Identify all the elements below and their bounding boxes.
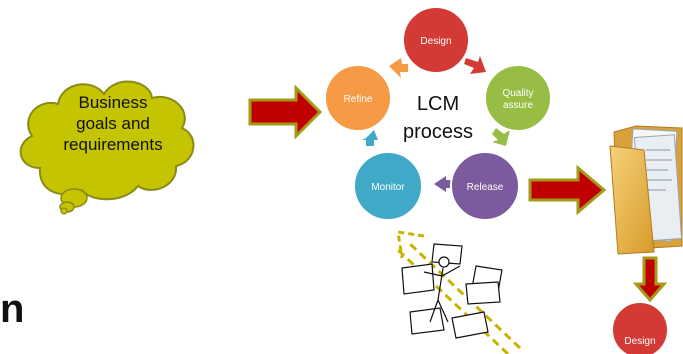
node-monitor: Monitor <box>353 151 423 221</box>
cloud-line-2: goals and <box>76 114 150 133</box>
dashed-feedback-arrow <box>396 230 522 354</box>
paper-sheet-6 <box>465 281 501 305</box>
node-quality-label-1: Quality <box>502 88 533 99</box>
output-design-label: Design <box>624 336 655 347</box>
node-refine-label: Refine <box>344 94 373 105</box>
node-release-label: Release <box>467 182 504 193</box>
node-design-circle <box>402 6 470 74</box>
node-monitor-circle <box>353 151 423 221</box>
paper-sheet-4 <box>409 307 445 335</box>
node-release-circle <box>450 151 520 221</box>
node-quality-circle <box>484 64 552 132</box>
cloud-shape <box>19 80 195 201</box>
figure-head <box>438 256 450 268</box>
arrow-cloud-to-lcm <box>248 84 323 140</box>
figure-body <box>423 265 461 323</box>
node-release: Release <box>450 151 520 221</box>
paper-sheet-1 <box>401 263 435 295</box>
cycle-arrow-refine-design <box>389 58 408 78</box>
node-refine: Refine <box>324 64 392 132</box>
node-design-label: Design <box>420 36 451 47</box>
output-design-circle <box>611 301 669 354</box>
documents-folder-icon <box>609 125 683 255</box>
cloud-bubble-small <box>60 207 68 215</box>
folder-front <box>609 145 655 255</box>
lcm-center-line-2: process <box>403 121 473 143</box>
paper-sheet-5 <box>451 311 489 339</box>
cycle-arrow-monitor-refine <box>362 130 378 146</box>
cycle-arrow-design-quality <box>464 56 486 74</box>
arrow-lcm-to-folder <box>528 164 607 216</box>
node-monitor-label: Monitor <box>371 182 405 193</box>
node-design: Design <box>402 6 470 74</box>
cycle-arrow-quality-release <box>492 128 510 146</box>
node-quality-label-2: assure <box>503 100 533 111</box>
node-quality: Quality assure <box>484 64 552 132</box>
lcm-center-line-1: LCM <box>417 93 459 115</box>
partial-title-text: n <box>0 287 24 331</box>
output-design-node: Design <box>611 301 669 354</box>
arrow-folder-to-design <box>632 256 668 303</box>
business-cloud: Business goals and requirements <box>19 80 195 215</box>
cloud-line-3: requirements <box>63 135 162 154</box>
cycle-arrows <box>362 56 510 192</box>
node-refine-circle <box>324 64 392 132</box>
cloud-line-1: Business <box>79 93 148 112</box>
cycle-arrow-release-monitor <box>434 176 452 192</box>
person-with-papers-icon <box>401 243 503 339</box>
dashed-arrow-head <box>396 230 425 259</box>
